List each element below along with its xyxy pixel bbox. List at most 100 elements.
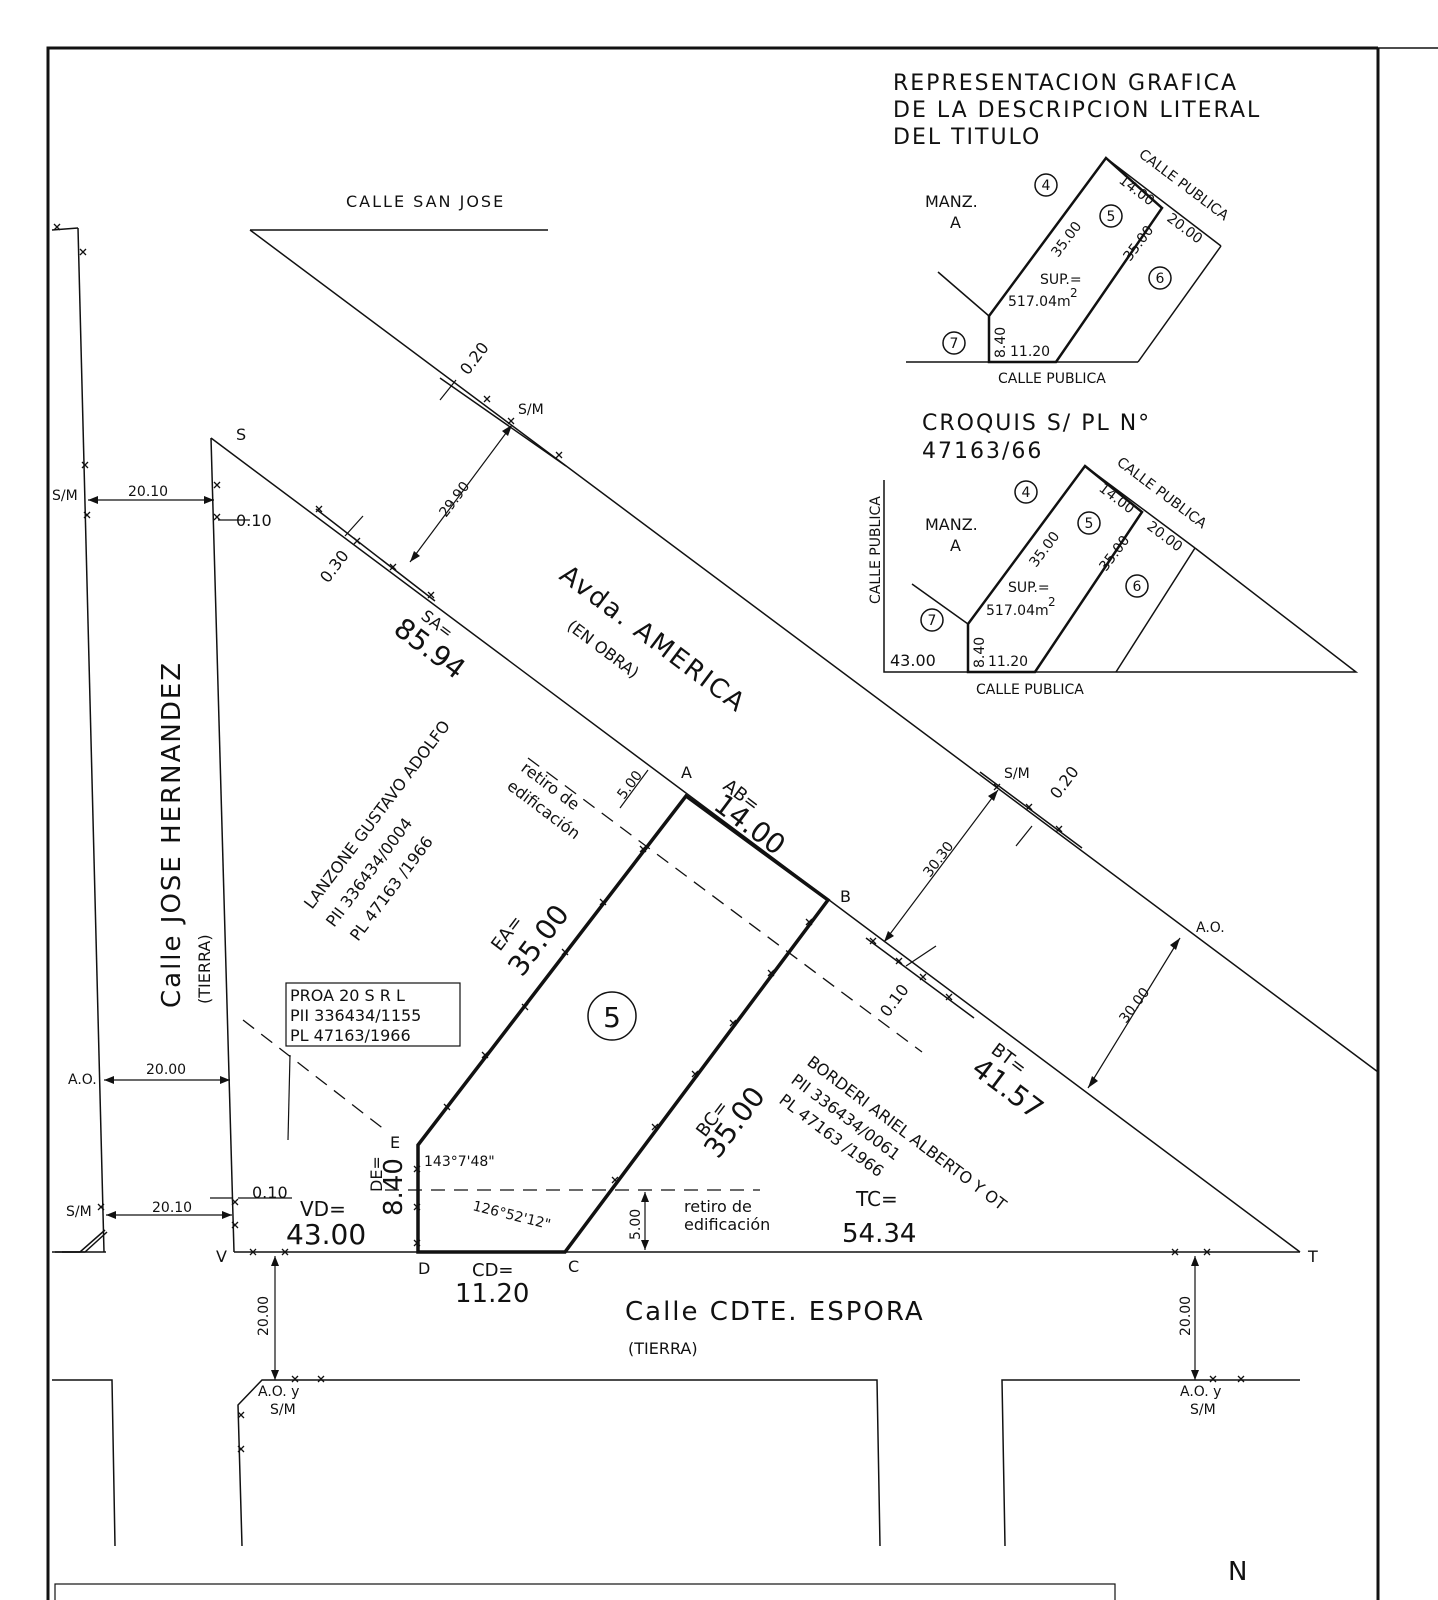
inset1-manz: MANZ. — [925, 192, 978, 211]
dim-30-30: 30.30 — [920, 839, 957, 881]
street-san-jose: CALLE SAN JOSE — [346, 192, 505, 211]
inset1-front: 14.00 — [1116, 172, 1158, 209]
ticks — [53, 223, 1245, 1453]
vd-label: VD= — [300, 1197, 346, 1221]
dim-0-10-top: 0.10 — [236, 511, 272, 530]
inset1-right-front: 20.00 — [1164, 210, 1206, 247]
sm-label-bottom-left: S/M — [66, 1204, 92, 1220]
inset2-calle-top: CALLE PUBLICA — [1114, 454, 1210, 532]
street-espora: Calle CDTE. ESPORA — [625, 1297, 925, 1327]
owner-proa-name: PROA 20 S R L — [290, 986, 405, 1005]
lot-5-boundary — [416, 793, 831, 1254]
title-line-2: DE LA DESCRIPCION LITERAL — [893, 98, 1261, 123]
inset1-left-short: 8.40 — [993, 327, 1009, 358]
inset2-lot-7: 7 — [928, 613, 937, 629]
retiro-note-2-line-1: retiro de — [684, 1197, 752, 1216]
point-a: A — [681, 763, 692, 782]
inset1-side-left: 35.00 — [1048, 219, 1085, 261]
street-espora-sub: (TIERRA) — [628, 1339, 698, 1358]
angle-c: 126°52'12" — [471, 1198, 552, 1233]
inset1-lot-6: 6 — [1156, 271, 1165, 287]
inset2-sup-value: 517.04m — [986, 603, 1049, 619]
inset2-side-left: 35.00 — [1026, 529, 1063, 571]
sm-label-top: S/M — [518, 402, 544, 418]
inset1-calle-bottom: CALLE PUBLICA — [998, 371, 1106, 387]
dim-29-90: 29.90 — [436, 479, 473, 521]
dim-30-00: 30.00 — [1116, 985, 1153, 1027]
title-block: REPRESENTACION GRAFICA DE LA DESCRIPCION… — [893, 71, 1261, 150]
inset2-left-dist: 43.00 — [890, 651, 936, 670]
inset2-sup-exp: 2 — [1048, 595, 1056, 609]
inset2-lot-4: 4 — [1022, 485, 1031, 501]
cd-value: 11.20 — [455, 1279, 529, 1309]
street-hernandez: Calle JOSE HERNANDEZ — [157, 661, 187, 1008]
de-value: 8.40 — [379, 1158, 409, 1216]
sm-label-right: S/M — [1004, 766, 1030, 782]
lower-block-lines — [52, 1379, 1300, 1547]
point-v: V — [216, 1247, 227, 1266]
inset2-title-1: CROQUIS S/ PL N° — [922, 411, 1151, 436]
dim-5-00-espora: 5.00 — [628, 1209, 644, 1240]
inset1-sup-exp: 2 — [1070, 286, 1078, 300]
retiro-note-2-line-2: edificación — [684, 1215, 770, 1234]
point-t: T — [1307, 1247, 1318, 1266]
point-s: S — [236, 425, 246, 444]
dim-5-00-america: 5.00 — [614, 768, 646, 803]
inset2-calle-left: CALLE PUBLICA — [868, 496, 884, 604]
cd-label: CD= — [472, 1260, 514, 1281]
inset2-lot-6: 6 — [1133, 579, 1142, 595]
vertex-labels: S A B C D E V T — [216, 425, 1318, 1278]
inset1-sup-value: 517.04m — [1008, 294, 1071, 310]
tc-value: 54.34 — [842, 1219, 916, 1249]
dim-0-20-top: 0.20 — [456, 339, 493, 379]
sm-right-bottom: S/M — [1190, 1402, 1216, 1418]
dim-20-00-bottom-left: 20.00 — [256, 1296, 272, 1336]
ao-label-left: A.O. — [68, 1072, 97, 1088]
dim-0-20-right: 0.20 — [1046, 763, 1083, 803]
point-c: C — [568, 1257, 579, 1276]
angle-e: 143°7'48" — [424, 1154, 495, 1170]
tc-label: TC= — [855, 1187, 898, 1211]
title-line-3: DEL TITULO — [893, 125, 1041, 150]
inset1-manz-letter: A — [950, 213, 961, 232]
dim-0-10-bottom: 0.10 — [252, 1183, 288, 1202]
point-d: D — [418, 1259, 430, 1278]
owner-lanzone-name: LANZONE GUSTAVO ADOLFO — [300, 717, 454, 913]
point-b: B — [840, 887, 851, 906]
ao-sm-left: A.O. y — [258, 1384, 299, 1400]
dimension-lines — [88, 379, 1199, 1380]
inset1-lot-4: 4 — [1042, 178, 1051, 194]
inset2-right-front: 20.00 — [1144, 518, 1186, 555]
inset2-calle-bottom: CALLE PUBLICA — [976, 682, 1084, 698]
title-line-1: REPRESENTACION GRAFICA — [893, 71, 1238, 96]
dim-20-10-top: 20.10 — [128, 484, 168, 500]
lot-5-circle — [587, 991, 637, 1041]
inset1-bottom: 11.20 — [1010, 344, 1050, 360]
inset1-lot-5: 5 — [1107, 209, 1116, 225]
inset2-bottom: 11.20 — [988, 654, 1028, 670]
inset2-sup: SUP.= — [1008, 580, 1050, 596]
sheet-frame — [46, 46, 1438, 1600]
owner-proa-pl: PL 47163/1966 — [290, 1026, 411, 1045]
owner-proa-box — [285, 982, 461, 1047]
point-e: E — [390, 1133, 400, 1152]
owner-proa-pii: PII 336434/1155 — [290, 1006, 421, 1025]
inset2-left-short: 8.40 — [972, 637, 988, 668]
dim-0-10-right: 0.10 — [876, 981, 913, 1021]
inset-croquis: CROQUIS S/ PL N° 47163/66 CALLE PUBLICA … — [868, 411, 1359, 698]
inset1-sup: SUP.= — [1040, 272, 1082, 288]
dim-0-30: 0.30 — [316, 547, 353, 587]
street-hernandez-sub: (TIERRA) — [195, 934, 214, 1004]
lot-5-number: 5 — [603, 1001, 621, 1034]
sm-left-bottom: S/M — [270, 1402, 296, 1418]
inset1-side-right: 35.00 — [1120, 223, 1157, 265]
sm-label-left: S/M — [52, 488, 78, 504]
north-label: N — [1228, 1557, 1247, 1587]
de-label: DE= — [367, 1156, 386, 1192]
ao-label-right: A.O. — [1196, 920, 1225, 936]
dim-20-00-bottom-right: 20.00 — [1178, 1296, 1194, 1336]
dim-20-00-left: 20.00 — [146, 1062, 186, 1078]
ao-sm-right: A.O. y — [1180, 1384, 1221, 1400]
inset2-manz: MANZ. — [925, 515, 978, 534]
